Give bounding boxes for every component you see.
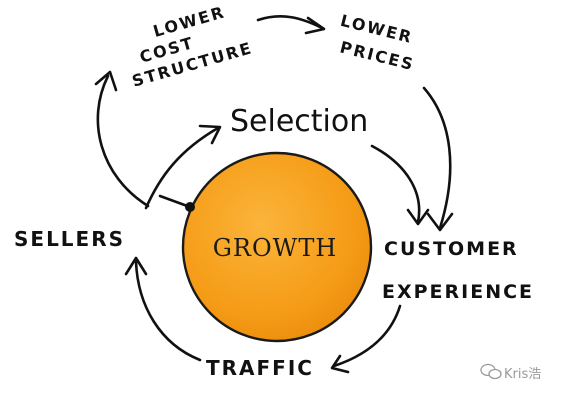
growth-circle <box>181 151 373 343</box>
lower-cost-structure-label: LOWER COST STRUCTURE <box>130 2 255 90</box>
wechat-icon <box>480 363 502 380</box>
sellers-label: SELLERS <box>14 227 125 251</box>
arrow-sellers-to-cost <box>96 74 150 208</box>
arrow-sellers-to-selection <box>144 126 220 210</box>
dot-connector <box>158 194 192 209</box>
selection-label: Selection <box>230 104 368 139</box>
growth-label: GROWTH <box>213 234 338 262</box>
arrow-customer-to-traffic <box>332 304 402 368</box>
customer-label: CUSTOMER <box>384 238 519 260</box>
arrow-selection-to-customer <box>370 144 421 224</box>
experience-label: EXPERIENCE <box>382 281 534 303</box>
lower-prices-label: LOWER PRICES <box>338 11 417 75</box>
arrow-traffic-to-sellers <box>134 260 202 362</box>
arrow-prices-to-customer <box>422 86 452 230</box>
traffic-label: TRAFFIC <box>206 356 314 380</box>
watermark: Kris浩 <box>480 363 541 382</box>
watermark-text: Kris浩 <box>504 367 541 382</box>
